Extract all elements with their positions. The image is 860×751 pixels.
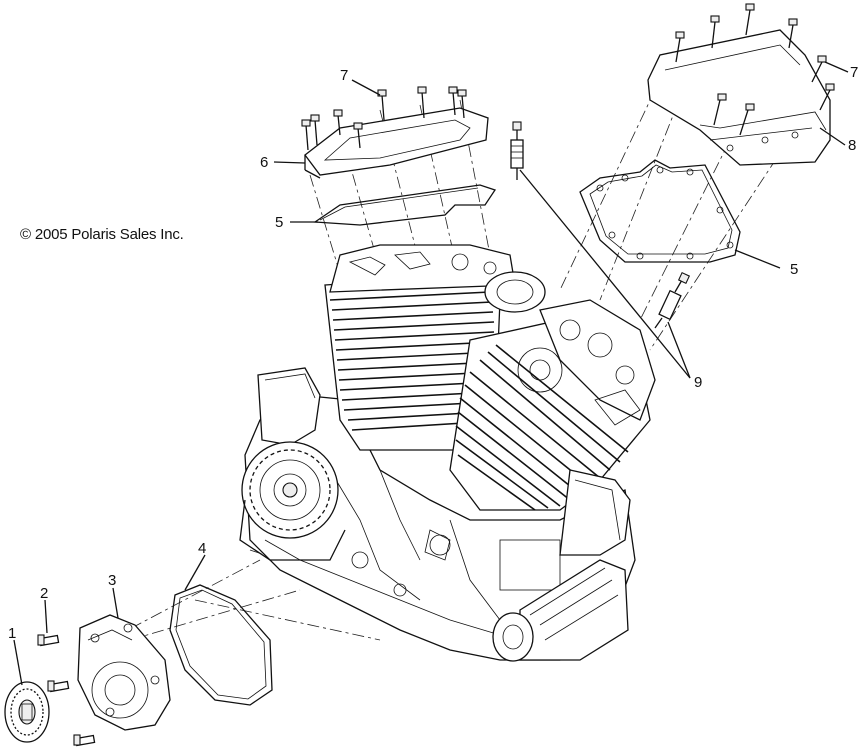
callout-2: 2 — [40, 585, 49, 602]
copyright-notice: © 2005 Polaris Sales Inc. — [20, 226, 184, 243]
callout-5-rear-gasket: 5 — [790, 261, 799, 278]
callout-1: 1 — [8, 625, 17, 642]
cover-screws — [37, 634, 96, 747]
front-rocker-cover — [304, 107, 489, 179]
callout-3: 3 — [108, 572, 117, 589]
starter-motor — [492, 559, 629, 662]
spark-plug-front — [510, 121, 524, 180]
rear-rocker-cover — [647, 29, 831, 166]
front-gasket — [313, 184, 497, 226]
spark-plug-rear — [654, 271, 691, 329]
callout-9: 9 — [694, 374, 703, 391]
medallion — [4, 681, 50, 743]
rear-cover-bolts — [675, 3, 835, 136]
outer-cover — [77, 614, 171, 731]
rear-cylinder — [449, 299, 656, 511]
leader-lines — [13, 61, 849, 686]
lower-case — [559, 469, 631, 556]
callout-8: 8 — [848, 137, 857, 154]
callout-4: 4 — [198, 540, 207, 557]
side-plate — [257, 367, 321, 446]
callout-5-front-gasket: 5 — [275, 214, 284, 231]
callout-7-front-bolts: 7 — [340, 67, 349, 84]
drive-gear — [239, 441, 346, 561]
callout-6: 6 — [260, 154, 269, 171]
rear-gasket — [579, 159, 741, 263]
cam-cover-gasket — [169, 584, 273, 706]
callout-7-rear-bolts: 7 — [850, 64, 859, 81]
front-cover-bolts — [301, 86, 467, 151]
